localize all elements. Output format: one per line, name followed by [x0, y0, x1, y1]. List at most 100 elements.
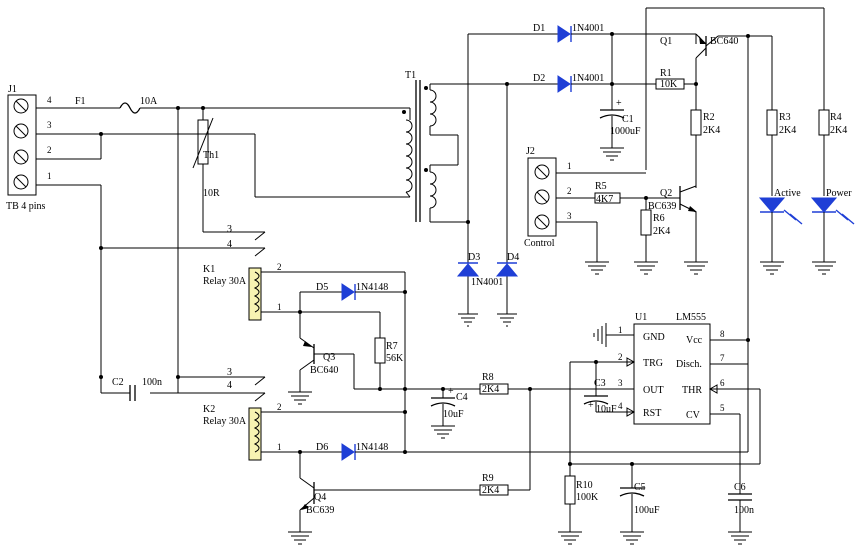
u1-pin-trg: TRG — [643, 358, 663, 369]
u1-pinnum-1: 1 — [618, 325, 623, 335]
f1-label: F1 — [75, 96, 86, 107]
r8-value: 2K4 — [482, 384, 499, 395]
q3-value: BC640 — [310, 365, 338, 376]
resistor-r2 — [690, 109, 702, 188]
c2-value: 100n — [142, 377, 162, 388]
diode-d6 — [341, 36, 749, 461]
k1-pin2: 2 — [277, 262, 282, 272]
q4-value: BC639 — [306, 505, 334, 516]
connector-j1 — [7, 94, 37, 196]
u1-pinnum-7: 7 — [720, 353, 725, 363]
resistor-r3 — [766, 109, 778, 196]
u1-value: LM555 — [676, 312, 706, 323]
resistor-r4 — [818, 109, 830, 196]
d4-label: D4 — [507, 252, 519, 263]
k2-pin4: 4 — [227, 380, 232, 391]
j1-pin3: 3 — [47, 120, 52, 130]
resistor-r8 — [479, 383, 606, 395]
d2-label: D2 — [533, 73, 545, 84]
j2-pin3: 3 — [567, 211, 572, 221]
diode-d5 — [299, 283, 405, 312]
r7-label: R7 — [386, 341, 398, 352]
r9-label: R9 — [482, 473, 494, 484]
c3-value: 10uF — [596, 404, 617, 415]
top-rail — [612, 7, 825, 170]
d34-value: 1N4001 — [471, 277, 503, 288]
u1-pin-gnd: GND — [643, 332, 665, 343]
rectifier-wires — [430, 33, 558, 314]
r7-value: 56K — [386, 353, 404, 364]
k1-pin3: 3 — [227, 224, 232, 235]
q1-label: Q1 — [660, 36, 672, 47]
u1-pin-rst: RST — [643, 408, 661, 419]
k2-value: Relay 30A — [203, 416, 247, 427]
q1-value: BC640 — [710, 36, 738, 47]
r2-label: R2 — [703, 112, 715, 123]
j2-pin1: 1 — [567, 161, 572, 171]
r6-value: 2K4 — [653, 226, 670, 237]
r8-label: R8 — [482, 372, 494, 383]
led-active-label: Active — [774, 188, 801, 199]
u1-pinnum-2: 2 — [618, 352, 623, 362]
u1-pinnum-3: 3 — [618, 378, 623, 388]
u1-pin-thr: THR — [682, 385, 702, 396]
r9-value: 2K4 — [482, 485, 499, 496]
transistor-q2 — [679, 185, 708, 275]
u1-pinnum-4: 4 — [618, 401, 623, 411]
ground-u1 — [593, 323, 607, 347]
d1-label: D1 — [533, 23, 545, 34]
d6-label: D6 — [316, 442, 328, 453]
d5-value: 1N4148 — [356, 282, 388, 293]
led-power — [810, 197, 855, 275]
c4-value: 10uF — [443, 409, 464, 420]
r4-value: 2K4 — [830, 125, 847, 136]
diode-d4 — [495, 262, 519, 277]
u1-label: U1 — [635, 312, 647, 323]
r6-label: R6 — [653, 213, 665, 224]
j1-wires — [36, 102, 410, 394]
d1-value: 1N4001 — [572, 23, 604, 34]
ic-u1-lm555 — [596, 323, 761, 494]
transistor-q4 — [288, 389, 531, 545]
transistor-q1 — [695, 33, 748, 110]
capacitor-c4 — [430, 389, 456, 439]
k1-value: Relay 30A — [203, 276, 247, 287]
capacitor-c1 — [599, 34, 625, 161]
j2-pin2: 2 — [567, 186, 572, 196]
led-power-label: Power — [826, 188, 852, 199]
u1-pin-out: OUT — [643, 385, 664, 396]
k1-label: K1 — [203, 264, 215, 275]
relay-k2 — [178, 376, 405, 461]
k2-label: K2 — [203, 404, 215, 415]
c6-value: 100n — [734, 505, 754, 516]
r3-label: R3 — [779, 112, 791, 123]
r3-value: 2K4 — [779, 125, 796, 136]
c4-plus: + — [448, 386, 454, 397]
t1-label: T1 — [405, 70, 416, 81]
diode-d1 — [557, 25, 696, 43]
r1-value: 10K — [660, 79, 678, 90]
u1-pin-vcc: Vcc — [686, 335, 703, 346]
u1-pinnum-5: 5 — [720, 403, 725, 413]
ground-symbols-d3d4 — [458, 313, 517, 327]
d3-label: D3 — [468, 252, 480, 263]
j1-pin2: 2 — [47, 145, 52, 155]
j1-desc: TB 4 pins — [6, 201, 46, 212]
k2-pin2: 2 — [277, 402, 282, 412]
q2-label: Q2 — [660, 188, 672, 199]
diode-d3 — [456, 262, 480, 277]
k2-pin3: 3 — [227, 367, 232, 378]
u1-pin-cv: CV — [686, 410, 701, 421]
r1-label: R1 — [660, 68, 672, 79]
capacitor-c3 — [583, 362, 609, 412]
r2-value: 2K4 — [703, 125, 720, 136]
r4-label: R4 — [830, 112, 842, 123]
r5-value: 4K7 — [596, 194, 613, 205]
capacitor-c2 — [129, 385, 136, 401]
j2-desc: Control — [524, 238, 555, 249]
resistor-r6 — [634, 198, 658, 275]
c5-value: 100uF — [634, 505, 660, 516]
k1-pin1: 1 — [277, 302, 282, 312]
bottom-network — [558, 361, 760, 545]
